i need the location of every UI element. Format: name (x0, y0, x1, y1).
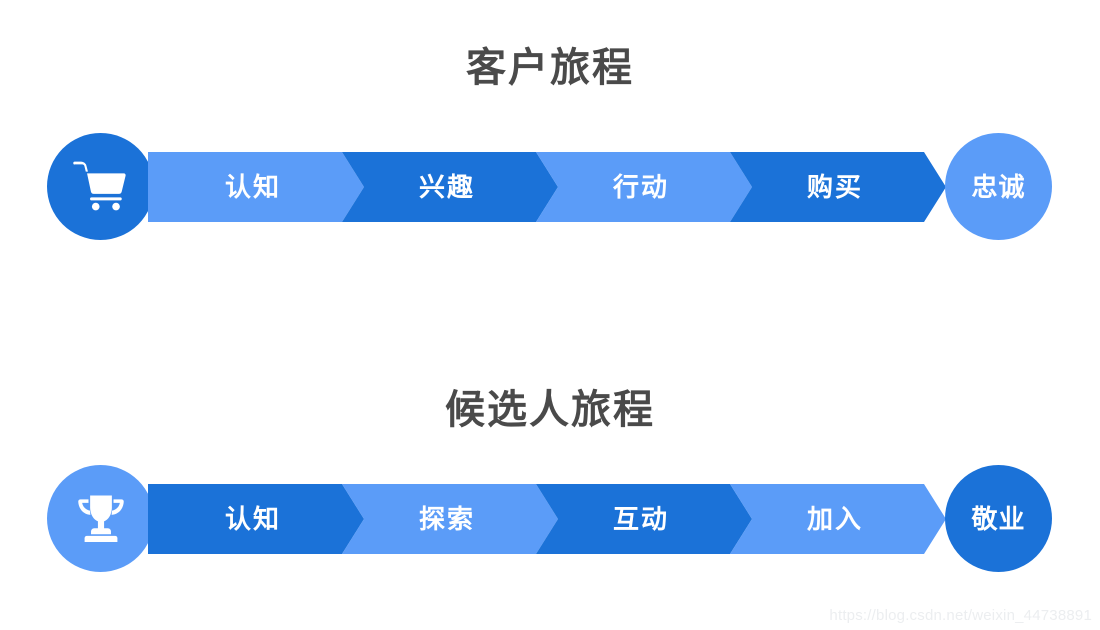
shopping-cart-icon (72, 158, 130, 216)
customer-journey-title: 客户旅程 (466, 46, 634, 90)
customer-journey-end-circle[interactable]: 忠诚 (945, 133, 1052, 240)
candidate-journey-start-circle[interactable] (47, 465, 154, 572)
stage-label: 购买 (806, 172, 863, 202)
watermark-text: https://blog.csdn.net/weixin_44738891 (829, 607, 1092, 624)
stage-chevron[interactable]: 认知 (148, 152, 364, 222)
stage-chevron[interactable]: 探索 (342, 484, 558, 554)
stage-label: 加入 (806, 504, 863, 534)
stage-chevron[interactable]: 行动 (536, 152, 752, 222)
trophy-icon (72, 490, 130, 548)
stage-chevron[interactable]: 购买 (730, 152, 946, 222)
end-circle-label: 敬业 (971, 503, 1026, 534)
stage-label: 互动 (612, 504, 669, 534)
candidate-journey-title: 候选人旅程 (445, 388, 655, 432)
stage-label: 认知 (224, 504, 281, 534)
stage-chevron[interactable]: 认知 (148, 484, 364, 554)
customer-journey-row: 认知 兴趣 行动 购买 忠诚 (0, 132, 1100, 242)
stage-label: 兴趣 (418, 172, 475, 202)
stage-chevron[interactable]: 加入 (730, 484, 946, 554)
stage-label: 认知 (224, 172, 281, 202)
stage-chevron[interactable]: 兴趣 (342, 152, 558, 222)
candidate-journey-row: 认知 探索 互动 加入 敬业 (0, 464, 1100, 574)
stage-label: 行动 (612, 172, 669, 202)
candidate-journey-stages: 认知 探索 互动 加入 (148, 484, 926, 554)
customer-journey-start-circle[interactable] (47, 133, 154, 240)
end-circle-label: 忠诚 (971, 171, 1026, 202)
customer-journey-stages: 认知 兴趣 行动 购买 (148, 152, 926, 222)
candidate-journey-end-circle[interactable]: 敬业 (945, 465, 1052, 572)
stage-label: 探索 (418, 504, 475, 534)
stage-chevron[interactable]: 互动 (536, 484, 752, 554)
